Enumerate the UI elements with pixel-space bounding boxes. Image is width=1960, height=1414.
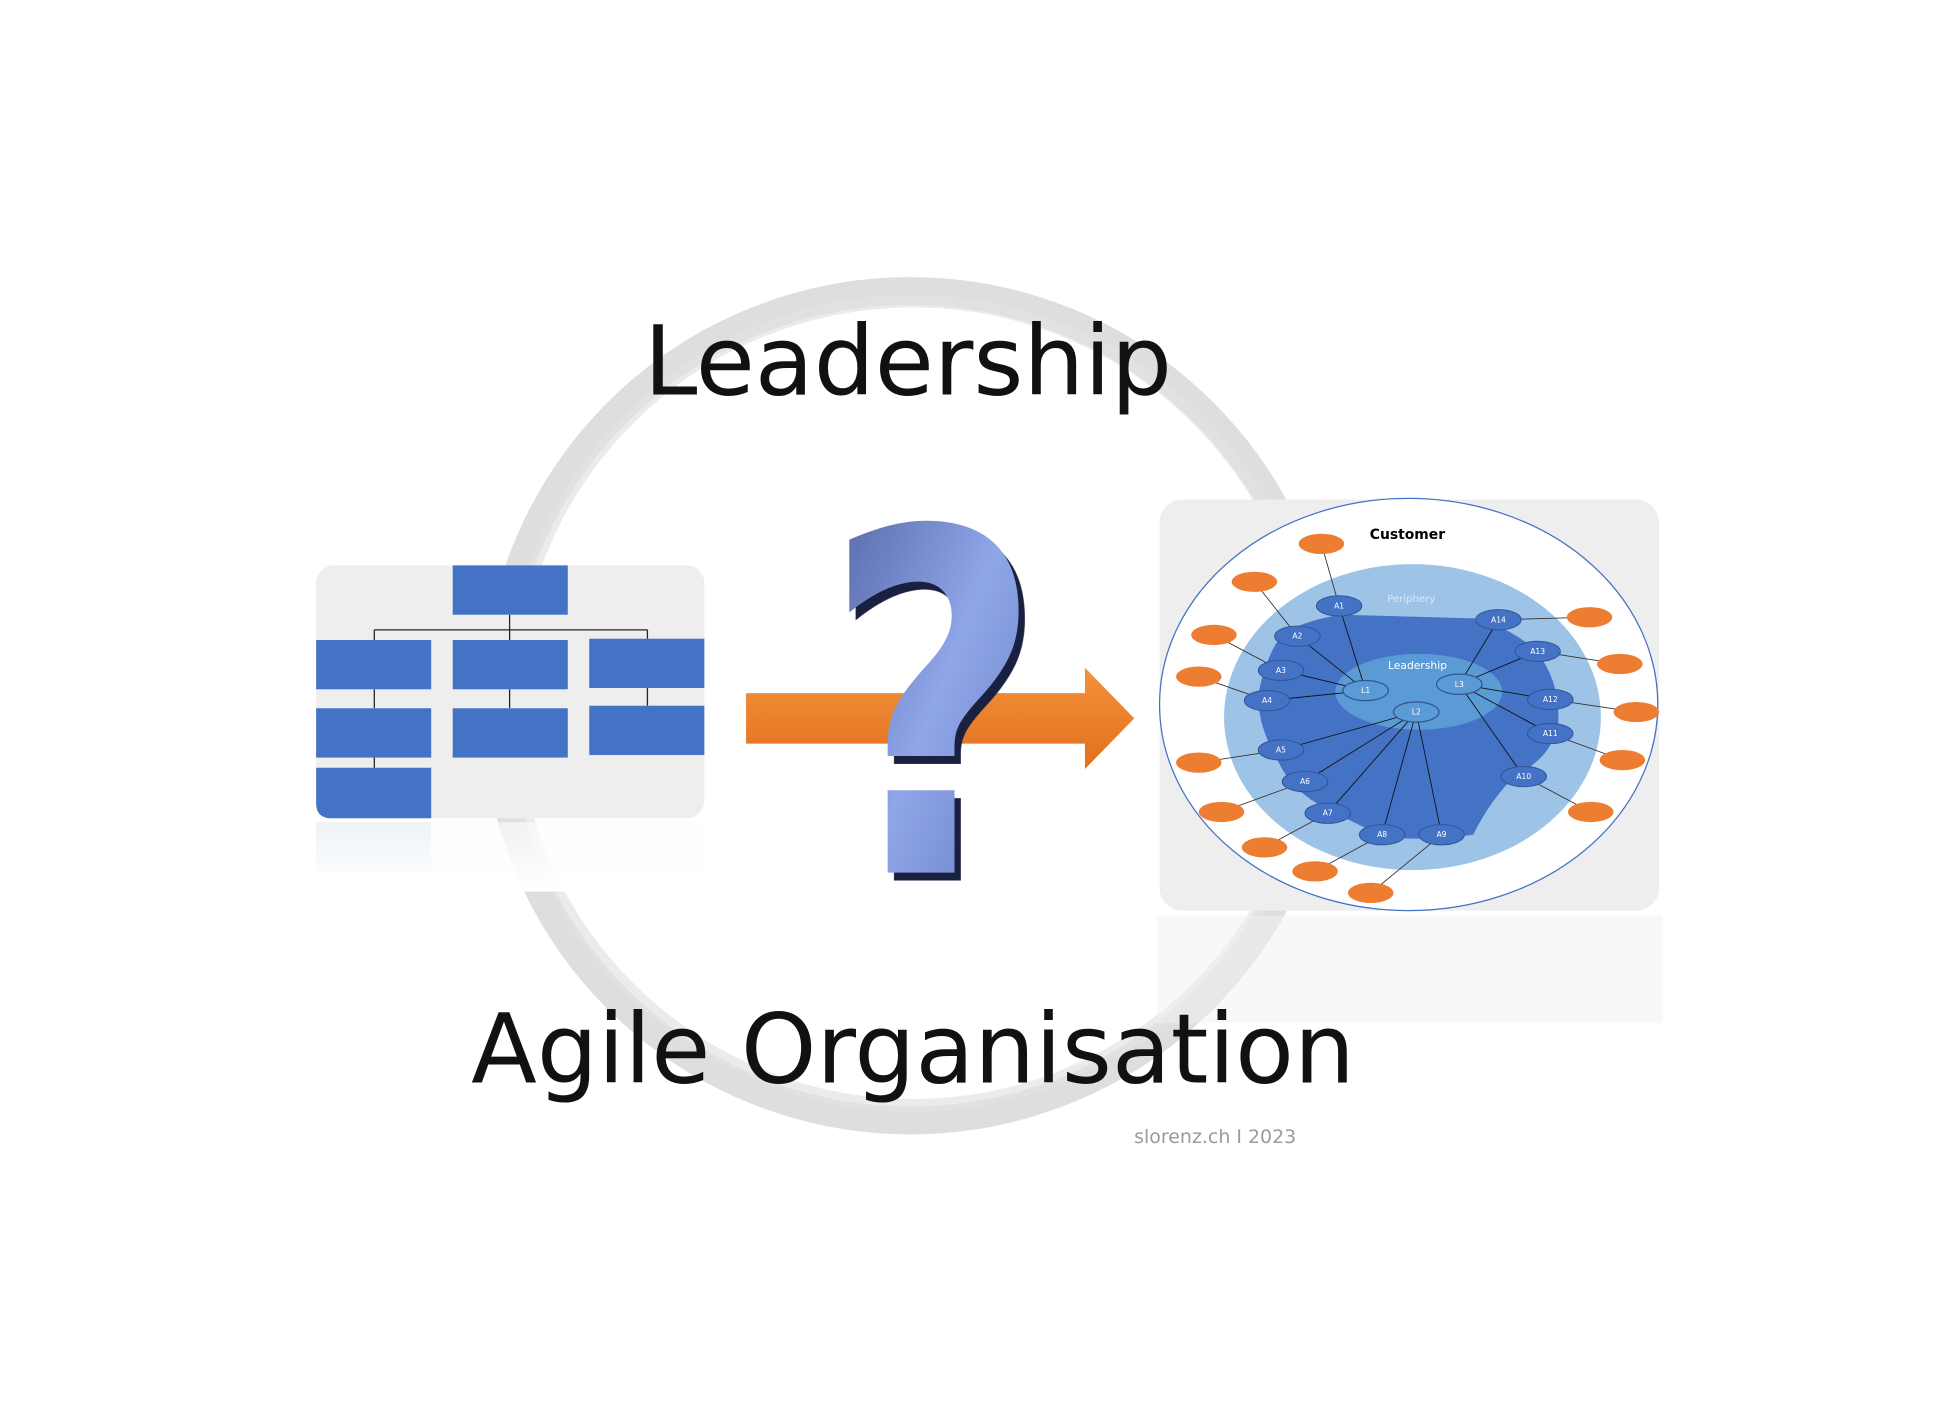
- agent-node: [1281, 770, 1329, 793]
- agent-node: [1418, 824, 1465, 846]
- customer-node: [1347, 882, 1394, 903]
- transition-arrow: [746, 667, 1135, 769]
- connector: [1380, 711, 1418, 836]
- connector: [1370, 834, 1443, 894]
- agent-label: A13: [1530, 647, 1545, 656]
- agent-label: A10: [1516, 772, 1531, 781]
- agent-node: [1500, 765, 1548, 788]
- agent-label: A14: [1491, 615, 1506, 624]
- agent-label: A3: [1276, 666, 1286, 675]
- agent-node: [1527, 722, 1574, 745]
- leader-label: L1: [1361, 686, 1370, 695]
- credit: slorenz.ch I 2023: [1134, 1126, 1296, 1148]
- agent-node: [1358, 824, 1406, 846]
- customer-node: [1566, 607, 1613, 628]
- agent-node: [1243, 690, 1291, 712]
- customer-node: [1191, 624, 1237, 646]
- hierarchy-org-chart: [309, 565, 715, 892]
- customer-node: [1597, 653, 1643, 675]
- customer-node: [1599, 749, 1646, 771]
- leader-node: [1392, 701, 1440, 723]
- title-agile-organisation: Agile Organisation: [471, 994, 1355, 1106]
- agent-label: A7: [1323, 809, 1333, 818]
- customer-label: Customer: [1370, 527, 1445, 543]
- agent-node: [1257, 659, 1305, 681]
- customer-node: [1298, 533, 1345, 554]
- customer-node: [1292, 861, 1338, 882]
- leader-label: L3: [1455, 680, 1464, 689]
- agent-label: A5: [1276, 746, 1286, 755]
- leader-label: L2: [1412, 708, 1421, 717]
- customer-node: [1568, 801, 1614, 823]
- agent-label: A6: [1300, 777, 1310, 786]
- agent-node: [1475, 609, 1522, 631]
- agent-label: A12: [1543, 695, 1558, 704]
- agent-node: [1527, 688, 1574, 711]
- agent-node: [1315, 595, 1363, 617]
- connector: [1458, 618, 1499, 685]
- agent-label: A9: [1437, 830, 1447, 839]
- customer-node: [1198, 801, 1245, 823]
- agent-node: [1257, 739, 1305, 761]
- agent-label: A2: [1292, 632, 1302, 641]
- customer-node: [1231, 571, 1278, 592]
- agent-node: [1304, 802, 1352, 824]
- agent-label: A8: [1377, 830, 1387, 839]
- customer-node: [1241, 837, 1288, 858]
- agent-label: A4: [1262, 696, 1272, 705]
- agent-label: A1: [1334, 601, 1344, 610]
- leader-node: [1435, 673, 1483, 695]
- periphery-label: Periphery: [1387, 594, 1435, 605]
- connector: [1414, 711, 1444, 836]
- leadership-label: Leadership: [1388, 659, 1447, 672]
- agile-network-diagram: Customer Periphery Leadership A1A2A3A4A5…: [1158, 497, 1660, 912]
- leader-node: [1342, 679, 1390, 702]
- customer-node: [1176, 666, 1222, 687]
- question-mark-icon: ?: [823, 433, 1043, 985]
- customer-node: [1613, 701, 1660, 723]
- agent-node: [1514, 640, 1561, 662]
- svg-text:?: ?: [823, 433, 1043, 985]
- customer-node: [1176, 752, 1222, 773]
- agent-node: [1274, 625, 1321, 647]
- title-leadership: Leadership: [644, 306, 1172, 418]
- agent-label: A11: [1543, 729, 1558, 738]
